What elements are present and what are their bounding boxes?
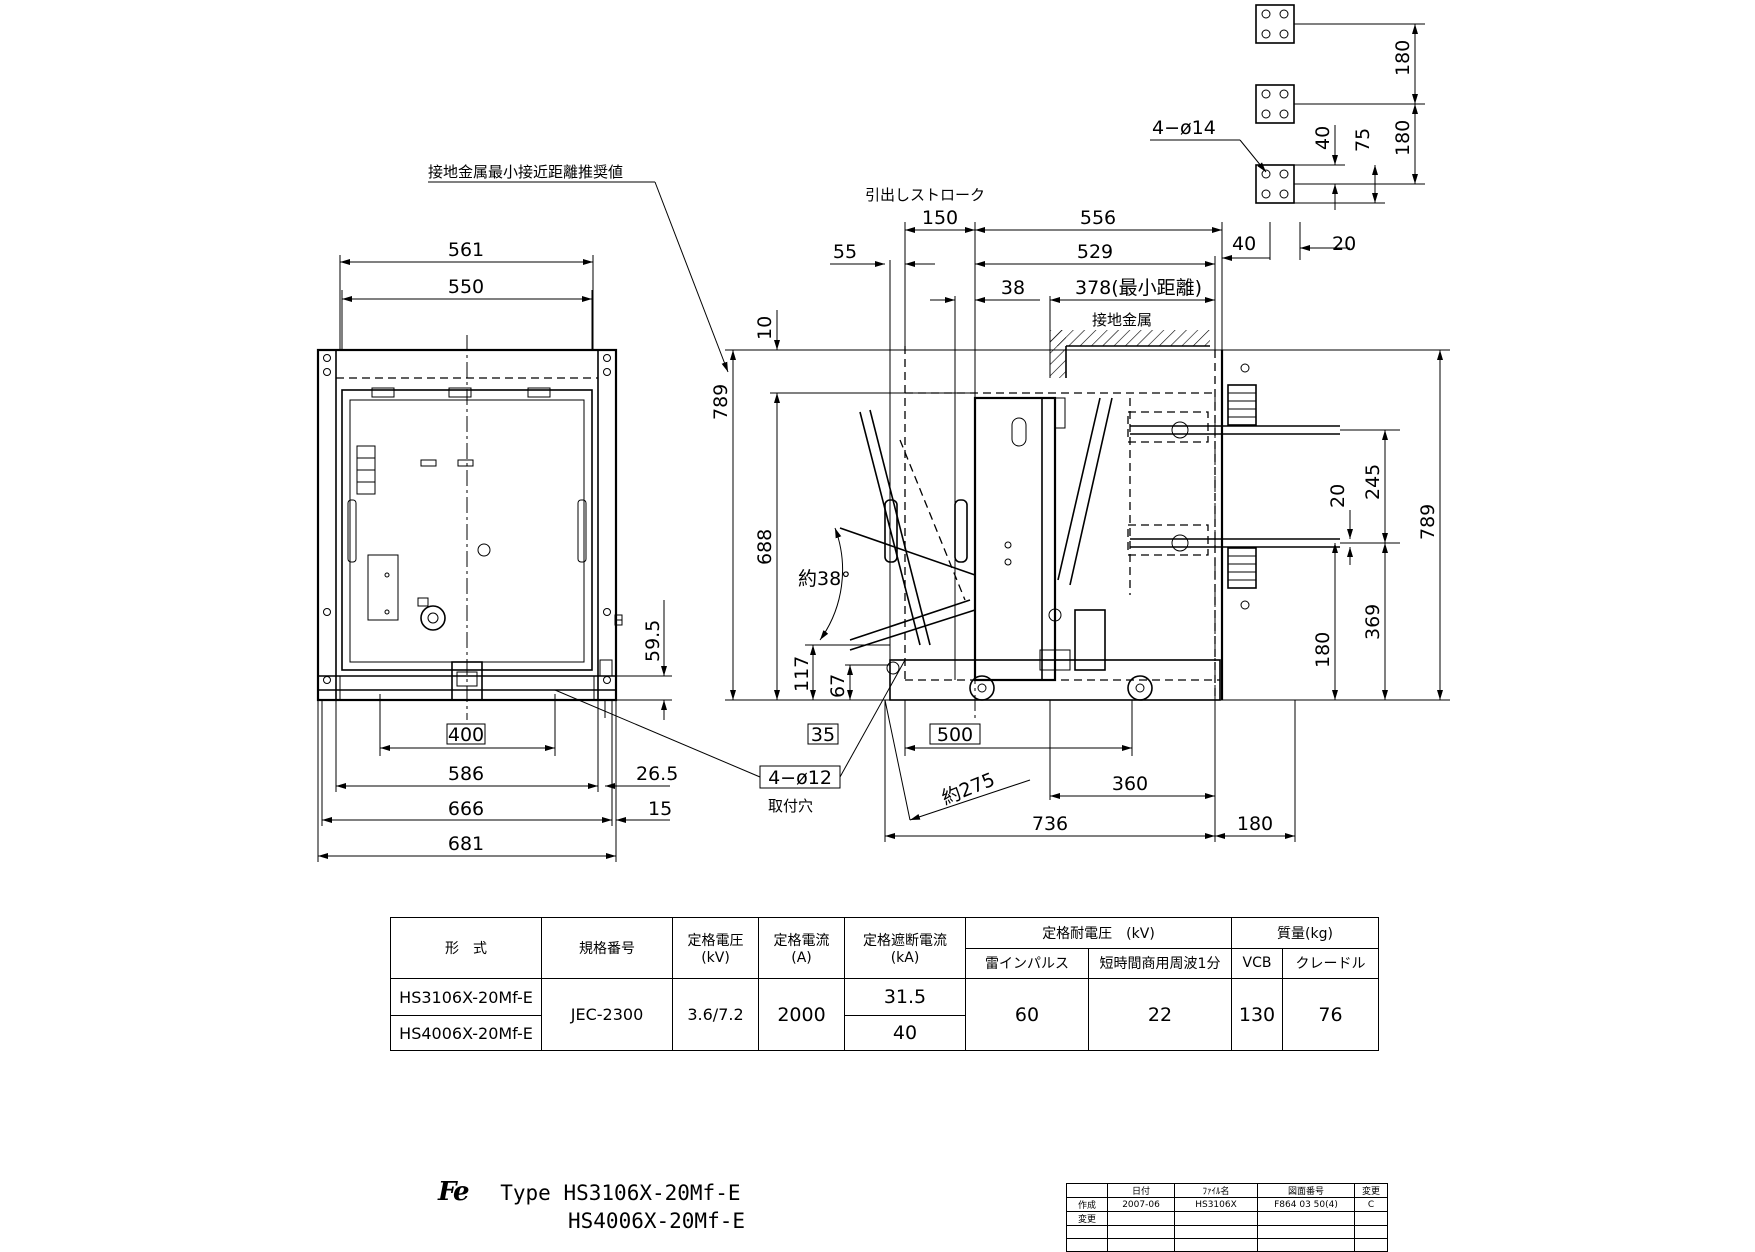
dim-38: 38 — [1001, 277, 1025, 299]
dim-180-a: 180 — [1392, 40, 1414, 76]
th-breaking-unit: (kA) — [890, 950, 920, 966]
dim-59-5: 59.5 — [642, 620, 664, 662]
dim-529: 529 — [1077, 241, 1113, 263]
rev-row1-file: HS3106X — [1174, 1197, 1258, 1212]
dim-688: 688 — [754, 529, 776, 565]
label-angle: 約38° — [798, 568, 851, 590]
rev-head-change: 変更 — [1354, 1183, 1388, 1198]
dim-789-left: 789 — [710, 384, 732, 420]
dim-35: 35 — [811, 724, 835, 746]
dim-67: 67 — [827, 674, 849, 698]
dim-40-terminal: 40 — [1312, 126, 1334, 150]
dim-586: 586 — [448, 763, 484, 785]
rev-head-drawing: 図面番号 — [1257, 1183, 1355, 1198]
dim-40-side: 40 — [1232, 233, 1256, 255]
label-earth-metal: 接地金属 — [1092, 311, 1152, 329]
dim-360: 360 — [1112, 773, 1148, 795]
cell-breaking-2: 40 — [844, 1015, 966, 1051]
model-1: HS3106X-20Mf-E — [563, 1181, 741, 1205]
dim-10: 10 — [754, 316, 776, 340]
dim-150: 150 — [922, 207, 958, 229]
label-earth-clearance: 接地金属最小接近距離推奨値 — [428, 163, 623, 181]
th-voltage-label: 定格電圧 — [687, 933, 744, 949]
dim-561: 561 — [448, 239, 484, 261]
th-breaking-label: 定格遮断電流 — [863, 933, 947, 949]
rev-row1-date: 2007-06 — [1107, 1197, 1175, 1212]
cell-mass-vcb: 130 — [1231, 978, 1283, 1051]
rev-head-date: 日付 — [1107, 1183, 1175, 1198]
front-view: 561 550 400 586 666 681 26.5 15 — [316, 239, 678, 862]
cell-type-2: HS4006X-20Mf-E — [390, 1015, 542, 1051]
label-hole-top: 4−ø14 — [1152, 117, 1216, 139]
dim-500: 500 — [937, 724, 973, 746]
th-voltage: 定格電圧 (kV) — [672, 917, 759, 979]
cell-voltage: 3.6/7.2 — [672, 978, 759, 1051]
label-hole-bottom: 4−ø12 — [768, 767, 832, 789]
dim-75: 75 — [1352, 128, 1374, 152]
dim-180-right: 180 — [1312, 632, 1334, 668]
label-drawout-stroke: 引出しストローク — [865, 186, 985, 204]
dim-180-b: 180 — [1392, 120, 1414, 156]
dim-681: 681 — [448, 833, 484, 855]
dim-369: 369 — [1362, 604, 1384, 640]
rev-row1-label: 作成 — [1066, 1197, 1108, 1212]
dim-550: 550 — [448, 276, 484, 298]
type-label: Type — [500, 1181, 551, 1205]
th-type: 形 式 — [390, 917, 542, 979]
cell-breaking-1: 31.5 — [844, 978, 966, 1016]
cell-type-1: HS3106X-20Mf-E — [390, 978, 542, 1016]
dim-15: 15 — [648, 798, 672, 820]
terminal-detail: 180 180 40 75 4−ø14 — [1150, 4, 1425, 210]
dim-245: 245 — [1362, 464, 1384, 500]
th-vcb: VCB — [1231, 947, 1283, 979]
th-mass: 質量(kg) — [1231, 917, 1379, 949]
rev-head-file: ﾌｧｲﾙ名 — [1174, 1183, 1258, 1198]
dim-20-side: 20 — [1332, 233, 1356, 255]
th-voltage-unit: (kV) — [701, 950, 730, 966]
th-current-label: 定格電流 — [773, 933, 830, 949]
th-breaking: 定格遮断電流 (kA) — [844, 917, 966, 979]
rev-row1-change: C — [1354, 1197, 1388, 1212]
cell-impulse: 60 — [965, 978, 1089, 1051]
dim-180-bottom: 180 — [1237, 813, 1273, 835]
revision-table: 日付 ﾌｧｲﾙ名 図面番号 変更 作成 2007-06 HS3106X F864… — [1066, 1183, 1388, 1252]
cell-current: 2000 — [758, 978, 845, 1051]
dim-666: 666 — [448, 798, 484, 820]
dim-20-mid: 20 — [1327, 484, 1349, 508]
title-block: Fe Type HS3106X-20Mf-E HS4006X-20Mf-E — [438, 1178, 745, 1235]
side-view: 接地金属 — [710, 186, 1450, 842]
th-standard: 規格番号 — [541, 917, 673, 979]
dim-26-5: 26.5 — [636, 763, 678, 785]
th-cradle: クレードル — [1282, 947, 1379, 979]
dim-736: 736 — [1032, 813, 1068, 835]
th-current: 定格電流 (A) — [758, 917, 845, 979]
th-impulse: 雷インパルス — [965, 947, 1089, 979]
fe-logo: Fe — [438, 1177, 470, 1207]
label-radius: 約275 — [939, 769, 998, 810]
dim-378: 378(最小距離) — [1075, 277, 1202, 299]
rev-row2-label: 変更 — [1066, 1211, 1108, 1226]
label-mounting-holes: 取付穴 — [768, 797, 813, 815]
dim-55: 55 — [833, 241, 857, 263]
dim-789-right: 789 — [1417, 504, 1439, 540]
cell-mass-cradle: 76 — [1282, 978, 1379, 1051]
leader-labels: 接地金属最小接近距離推奨値 4−ø12 取付穴 — [428, 163, 906, 815]
th-power-freq: 短時間商用周波1分 — [1088, 947, 1232, 979]
th-withstand: 定格耐電圧 (kV) — [965, 917, 1232, 949]
cell-power-freq: 22 — [1088, 978, 1232, 1051]
model-2: HS4006X-20Mf-E — [568, 1209, 746, 1233]
dim-117: 117 — [791, 656, 813, 692]
rev-row1-drawing: F864 03 50(4) — [1257, 1197, 1355, 1212]
cell-standard: JEC-2300 — [541, 978, 673, 1051]
dim-400: 400 — [448, 724, 484, 746]
dim-556: 556 — [1080, 207, 1116, 229]
th-current-unit: (A) — [791, 950, 812, 966]
spec-table: 形 式 規格番号 定格電圧 (kV) 定格電流 (A) 定格遮断電流 (kA) … — [390, 917, 1379, 1051]
